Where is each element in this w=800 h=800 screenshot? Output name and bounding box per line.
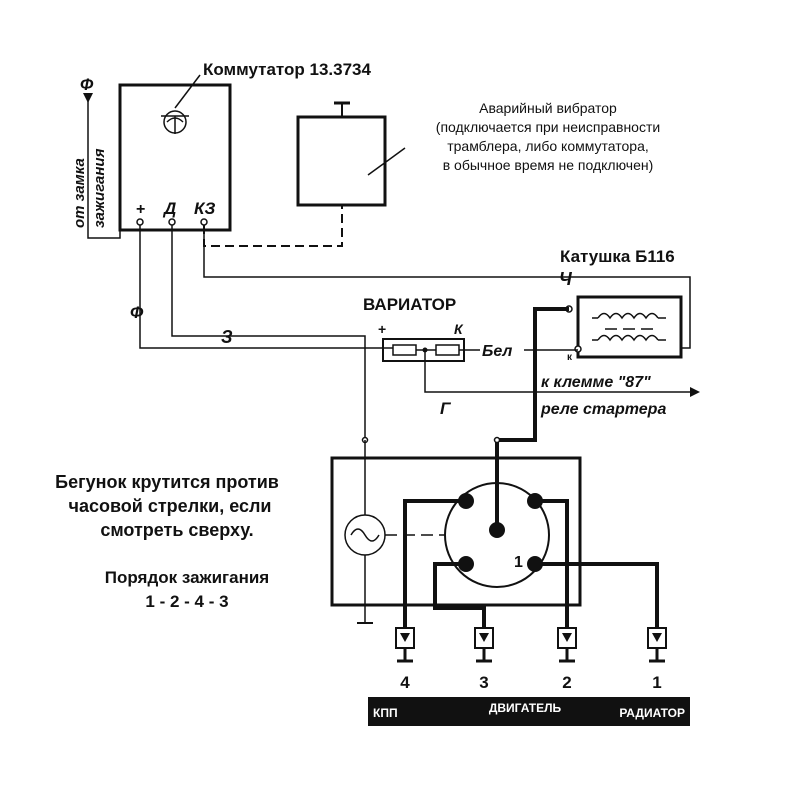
engine-bar-rect <box>368 697 690 726</box>
plug-number-1: 1 <box>652 673 661 692</box>
vibrator-note-line3: трамблера, либо коммутатора, <box>447 138 649 154</box>
distributor: 1 <box>330 440 582 624</box>
engine-bar-radiator: РАДИАТОР <box>619 706 685 720</box>
cap-terminal-label: 1 <box>514 554 523 571</box>
distributor-housing <box>330 456 582 607</box>
variator-element-left <box>392 344 417 356</box>
coil-k-terminal <box>574 345 582 353</box>
plug-wire-2 <box>535 499 569 628</box>
wire-z <box>171 225 366 440</box>
coil-box <box>576 295 683 359</box>
input-arrow-icon <box>83 93 93 103</box>
spark-plug-4: 4 <box>395 627 415 692</box>
engine-bar-engine: ДВИГАТЕЛЬ <box>489 701 562 715</box>
hv-center-wire <box>495 307 569 530</box>
commutator-leader-line <box>174 74 201 109</box>
variator-plus-label: + <box>378 321 386 337</box>
engine-bar: КПП ДВИГАТЕЛЬ РАДИАТОР <box>368 697 690 726</box>
commutator-kz-label: КЗ <box>194 199 215 218</box>
distributor-notes: Бегунок крутится против часовой стрелки,… <box>55 472 279 611</box>
wire-g-label: Г <box>440 399 452 418</box>
plug-number-2: 2 <box>562 673 571 692</box>
sensor-icon <box>344 514 386 556</box>
coil-k-label: к <box>567 352 573 363</box>
commutator-plus-terminal <box>136 218 144 226</box>
from-lock-label-1: от замка <box>71 158 88 228</box>
plug-number-4: 4 <box>400 673 410 692</box>
vibrator-box <box>296 115 387 207</box>
ignition-phi-label: Ф <box>80 75 94 94</box>
spark-plug-2: 2 <box>557 627 577 692</box>
commutator-plus-label: + <box>136 201 145 218</box>
commutator-title: Коммутатор 13.3734 <box>203 60 371 79</box>
coil-title: Катушка Б116 <box>560 247 675 266</box>
relay-arrow-icon <box>690 387 700 397</box>
commutator-box <box>118 83 232 232</box>
commutator: Коммутатор 13.3734 + Д КЗ <box>118 60 371 232</box>
coil-windings-icon <box>592 312 666 342</box>
relay-line1: к клемме "87" <box>541 374 651 391</box>
variator-k-label: К <box>454 321 464 337</box>
commutator-d-label: Д <box>162 199 176 218</box>
vibrator-note-line4: в обычное время не подключен) <box>443 157 654 173</box>
vibrator-leader-line <box>367 147 406 176</box>
engine-bar-gearbox: КПП <box>373 706 398 720</box>
variator-element-right <box>435 344 460 356</box>
commutator-d-terminal <box>168 218 176 226</box>
plug-wire-1 <box>535 562 659 628</box>
plug-wires <box>403 499 659 628</box>
plug-wire-3 <box>433 562 486 628</box>
firing-order-value: 1 - 2 - 4 - 3 <box>145 592 228 611</box>
cap-center-contact <box>489 522 505 538</box>
wire-bel-label: Бел <box>482 343 512 360</box>
variator: ВАРИАТОР + К <box>363 295 465 362</box>
vibrator-dashed-wire <box>203 205 343 247</box>
vibrator-note-line1: Аварийный вибратор <box>479 100 617 116</box>
wire-ch <box>203 225 691 349</box>
plug-wire-4 <box>403 499 466 628</box>
firing-order-title: Порядок зажигания <box>105 568 269 587</box>
variator-title: ВАРИАТОР <box>363 295 456 314</box>
wire-phi-label: Ф <box>130 303 144 322</box>
wire-g <box>424 350 690 393</box>
spark-plug-3: 3 <box>474 627 494 692</box>
spark-plugs: 4 3 2 1 <box>395 627 667 692</box>
wire-phi <box>139 225 393 349</box>
wire-ch-label: Ч <box>559 269 573 289</box>
emergency-vibrator: Аварийный вибратор (подключается при неи… <box>296 100 660 207</box>
rotor-note-line3: смотреть сверху. <box>100 520 253 540</box>
relay-line2: реле стартера <box>540 401 666 418</box>
distributor-cap <box>444 482 550 588</box>
commutator-kz-terminal <box>200 218 208 226</box>
ignition-coil: Катушка Б116 к <box>560 247 683 363</box>
rotor-note-line1: Бегунок крутится против <box>55 472 279 492</box>
rotor-note-line2: часовой стрелки, если <box>69 496 272 516</box>
wire-z-label: З <box>221 327 233 347</box>
plug-number-3: 3 <box>479 673 488 692</box>
commutator-symbol-icon <box>161 110 189 134</box>
spark-plug-1: 1 <box>647 627 667 692</box>
from-lock-label-2: зажигания <box>91 148 108 228</box>
ignition-lock-input: Ф от замка зажигания <box>71 75 121 239</box>
vibrator-note-line2: (подключается при неисправности <box>436 119 660 135</box>
